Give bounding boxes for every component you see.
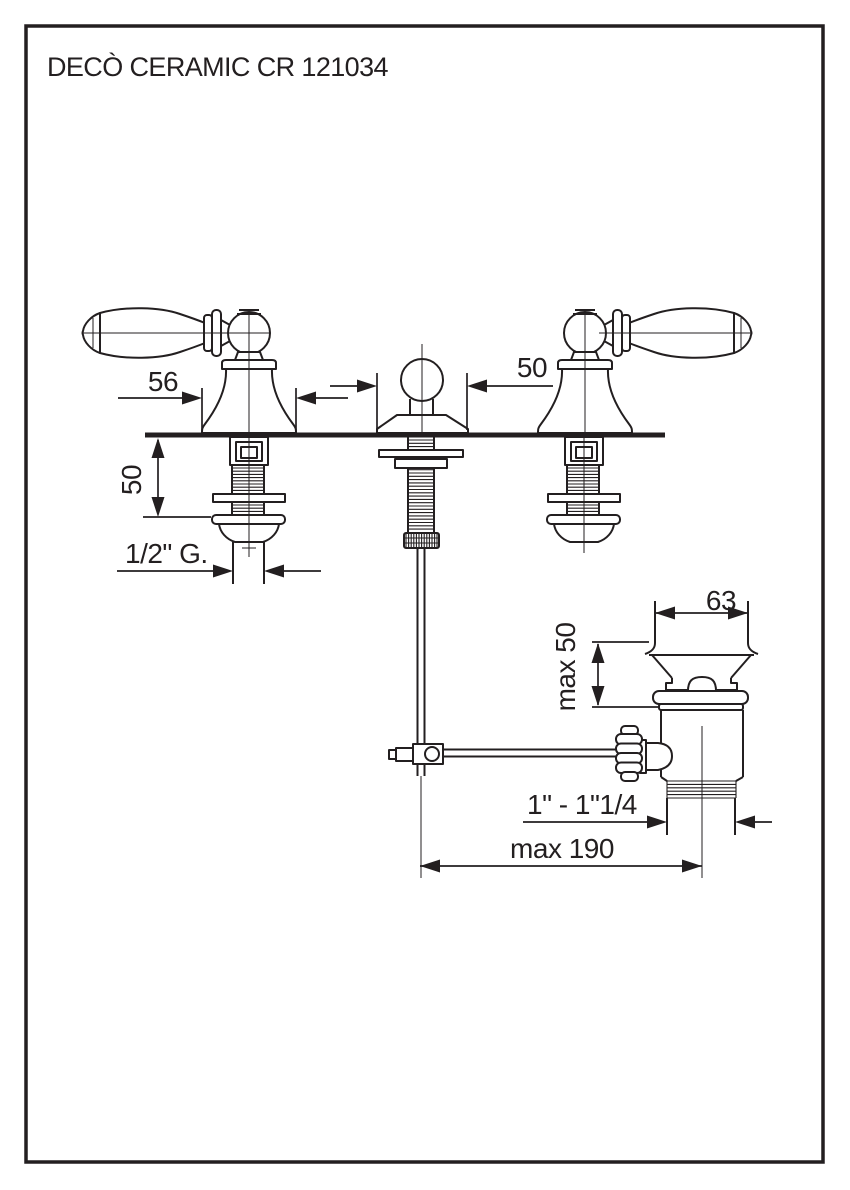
left-valve-body bbox=[211, 436, 286, 584]
page-border bbox=[24, 24, 825, 1164]
dim-label-half-inch: 1/2" G. bbox=[125, 538, 208, 569]
popup-knob bbox=[376, 344, 469, 434]
right-valve-body bbox=[546, 436, 621, 553]
product-title: DECÒ CERAMIC CR 121034 bbox=[47, 51, 388, 82]
dim-knob-base-width: 50 bbox=[330, 352, 553, 430]
dim-rod-max-length: max 190 bbox=[420, 833, 702, 873]
drain-assembly bbox=[615, 601, 759, 878]
dim-label-56: 56 bbox=[148, 366, 178, 397]
dim-max-deck-thickness: 50 bbox=[116, 438, 211, 518]
right-handle bbox=[537, 307, 753, 434]
popup-shank bbox=[378, 437, 464, 776]
dim-label-max-50: max 50 bbox=[550, 623, 581, 712]
dim-waste-flange-diameter: 63 bbox=[655, 585, 748, 620]
left-handle bbox=[81, 307, 297, 434]
dim-label-50-top: 50 bbox=[517, 352, 547, 383]
dim-supply-thread: 1/2" G. bbox=[117, 538, 321, 578]
lift-rod-linkage bbox=[388, 743, 620, 878]
dim-handle-base-width: 56 bbox=[118, 366, 348, 434]
dim-label-50-left: 50 bbox=[116, 465, 147, 495]
dim-waste-max-clamp: max 50 bbox=[550, 623, 660, 712]
dim-label-max-190: max 190 bbox=[510, 833, 614, 864]
dim-label-1-inch: 1" - 1"1/4 bbox=[527, 789, 637, 820]
dim-waste-thread: 1" - 1"1/4 bbox=[523, 789, 772, 829]
